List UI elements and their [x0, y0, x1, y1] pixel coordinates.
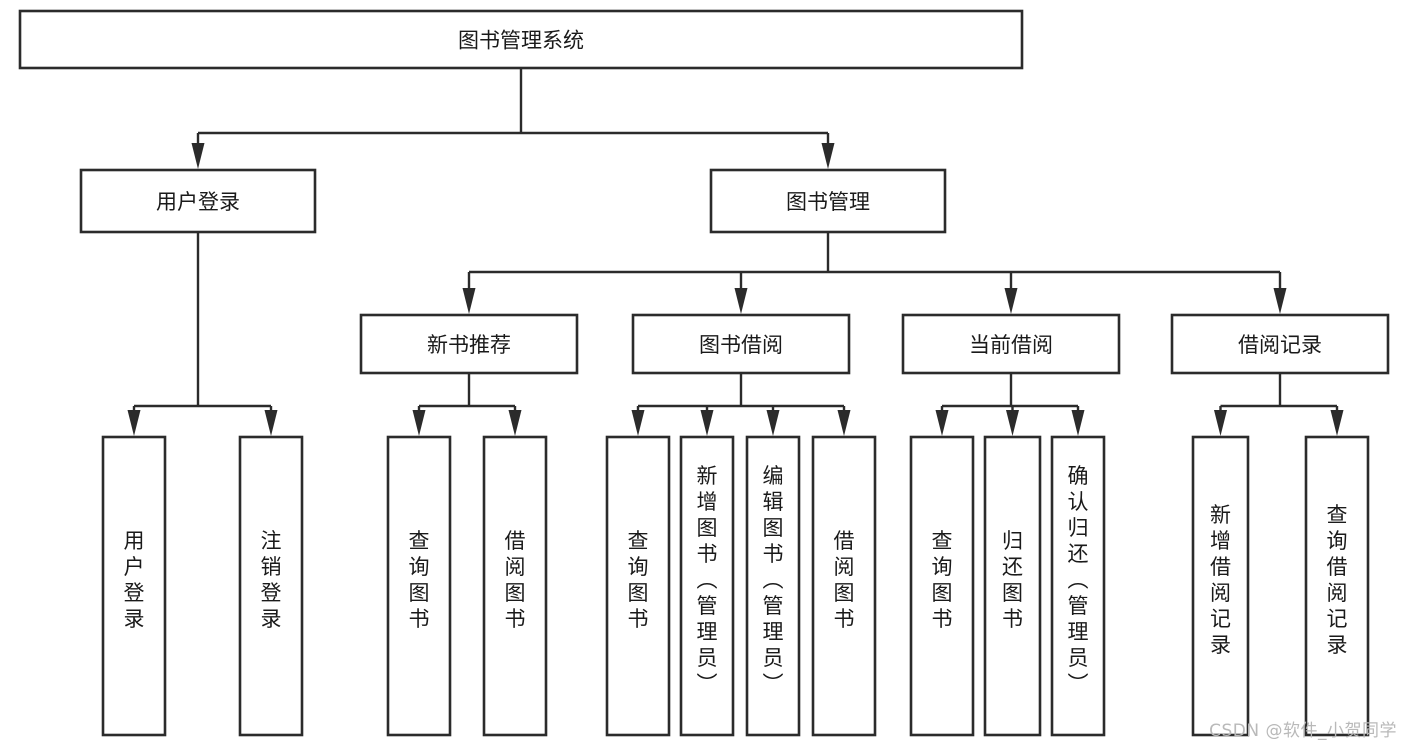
- node-label-user-login: 用户登录: [156, 190, 240, 214]
- node-leaf-borrow-book-2[interactable]: 借阅图书: [811, 435, 877, 737]
- arrow-head-icon: [935, 410, 949, 436]
- node-layer: 图书管理系统用户登录图书管理新书推荐图书借阅当前借阅借阅记录用户登录注销登录查询…: [18, 9, 1390, 737]
- arrow-head-icon: [821, 143, 835, 169]
- connector-bus-new-book-rec: [412, 373, 522, 436]
- node-label-leaf-query-book-3: 查询图书: [932, 529, 953, 631]
- arrow-head-icon: [766, 410, 780, 436]
- node-book-borrow[interactable]: 图书借阅: [631, 313, 851, 375]
- node-label-borrow-record: 借阅记录: [1238, 333, 1322, 357]
- node-label-leaf-user-login: 用户登录: [124, 529, 145, 631]
- node-box-leaf-confirm-return[interactable]: [1050, 435, 1106, 737]
- arrow-head-icon: [412, 410, 426, 436]
- node-leaf-edit-book[interactable]: 编辑图书︵管理员︶: [745, 435, 801, 737]
- connector-bus-user-login: [127, 232, 278, 436]
- node-book-manage[interactable]: 图书管理: [709, 168, 947, 234]
- node-leaf-query-book-1[interactable]: 查询图书: [386, 435, 452, 737]
- node-leaf-return-book[interactable]: 归还图书: [983, 435, 1042, 737]
- node-box-current-borrow[interactable]: [901, 313, 1121, 375]
- connector-bus-borrow-record: [1214, 373, 1344, 436]
- node-label-leaf-user-logout: 注销登录: [261, 529, 282, 631]
- node-leaf-add-book[interactable]: 新增图书︵管理员︶: [679, 435, 735, 737]
- node-box-leaf-edit-book[interactable]: [745, 435, 801, 737]
- node-new-book-rec[interactable]: 新书推荐: [359, 313, 579, 375]
- node-box-leaf-query-record[interactable]: [1304, 435, 1370, 737]
- arrow-head-icon: [700, 410, 714, 436]
- arrow-head-icon: [1273, 288, 1287, 314]
- node-borrow-record[interactable]: 借阅记录: [1170, 313, 1390, 375]
- arrow-head-icon: [462, 288, 476, 314]
- node-box-borrow-record[interactable]: [1170, 313, 1390, 375]
- node-box-leaf-query-book-2[interactable]: [605, 435, 671, 737]
- connector-bus-book-manage: [462, 232, 1287, 314]
- arrow-head-icon: [191, 143, 205, 169]
- connector-bus-book-borrow: [631, 373, 851, 436]
- node-label-leaf-borrow-book-2: 借阅图书: [834, 529, 855, 631]
- node-label-leaf-confirm-return: 确认归还︵管理员︶: [1068, 464, 1089, 696]
- node-box-user-login[interactable]: [79, 168, 317, 234]
- connector-layer: [127, 68, 1344, 436]
- node-label-leaf-borrow-book-1: 借阅图书: [505, 529, 526, 631]
- node-label-new-book-rec: 新书推荐: [427, 333, 511, 357]
- arrow-head-icon: [1006, 410, 1019, 436]
- node-label-leaf-add-record: 新增借阅记录: [1210, 503, 1231, 657]
- arrow-head-icon: [631, 410, 645, 436]
- arrow-head-icon: [837, 410, 851, 436]
- arrow-head-icon: [1071, 410, 1085, 436]
- node-box-leaf-add-book[interactable]: [679, 435, 735, 737]
- node-leaf-query-book-3[interactable]: 查询图书: [909, 435, 975, 737]
- node-label-root: 图书管理系统: [458, 29, 584, 53]
- node-leaf-add-record[interactable]: 新增借阅记录: [1191, 435, 1250, 737]
- arrow-head-icon: [508, 410, 522, 436]
- node-box-leaf-query-book-1[interactable]: [386, 435, 452, 737]
- node-label-leaf-return-book: 归还图书: [1002, 529, 1023, 631]
- node-root[interactable]: 图书管理系统: [18, 9, 1024, 70]
- node-user-login[interactable]: 用户登录: [79, 168, 317, 234]
- node-box-leaf-borrow-book-2[interactable]: [811, 435, 877, 737]
- node-box-leaf-return-book[interactable]: [983, 435, 1042, 737]
- node-label-leaf-edit-book: 编辑图书︵管理员︶: [763, 464, 784, 696]
- node-box-root[interactable]: [18, 9, 1024, 70]
- node-box-leaf-query-book-3[interactable]: [909, 435, 975, 737]
- node-box-new-book-rec[interactable]: [359, 313, 579, 375]
- node-label-leaf-query-record: 查询借阅记录: [1327, 503, 1348, 657]
- node-leaf-query-record[interactable]: 查询借阅记录: [1304, 435, 1370, 737]
- node-label-current-borrow: 当前借阅: [969, 333, 1053, 357]
- node-leaf-confirm-return[interactable]: 确认归还︵管理员︶: [1050, 435, 1106, 737]
- node-box-book-manage[interactable]: [709, 168, 947, 234]
- node-leaf-user-logout[interactable]: 注销登录: [238, 435, 304, 737]
- arrow-head-icon: [264, 410, 278, 436]
- node-label-leaf-add-book: 新增图书︵管理员︶: [697, 464, 718, 696]
- node-label-leaf-query-book-1: 查询图书: [409, 529, 430, 631]
- arrow-head-icon: [1214, 410, 1227, 436]
- node-label-book-borrow: 图书借阅: [699, 333, 783, 357]
- watermark-text: CSDN @软件_小贺同学: [1209, 721, 1397, 741]
- node-box-leaf-user-login[interactable]: [101, 435, 167, 737]
- arrow-head-icon: [734, 288, 748, 314]
- node-label-book-manage: 图书管理: [786, 190, 870, 214]
- node-box-book-borrow[interactable]: [631, 313, 851, 375]
- arrow-head-icon: [1330, 410, 1344, 436]
- arrow-head-icon: [127, 410, 141, 436]
- node-box-leaf-add-record[interactable]: [1191, 435, 1250, 737]
- node-box-leaf-borrow-book-1[interactable]: [482, 435, 548, 737]
- arrow-head-icon: [1004, 288, 1018, 314]
- node-leaf-query-book-2[interactable]: 查询图书: [605, 435, 671, 737]
- connector-bus-root: [191, 68, 835, 169]
- node-current-borrow[interactable]: 当前借阅: [901, 313, 1121, 375]
- node-label-leaf-query-book-2: 查询图书: [628, 529, 649, 631]
- node-box-leaf-user-logout[interactable]: [238, 435, 304, 737]
- node-leaf-borrow-book-1[interactable]: 借阅图书: [482, 435, 548, 737]
- node-leaf-user-login[interactable]: 用户登录: [101, 435, 167, 737]
- connector-bus-current-borrow: [935, 373, 1085, 436]
